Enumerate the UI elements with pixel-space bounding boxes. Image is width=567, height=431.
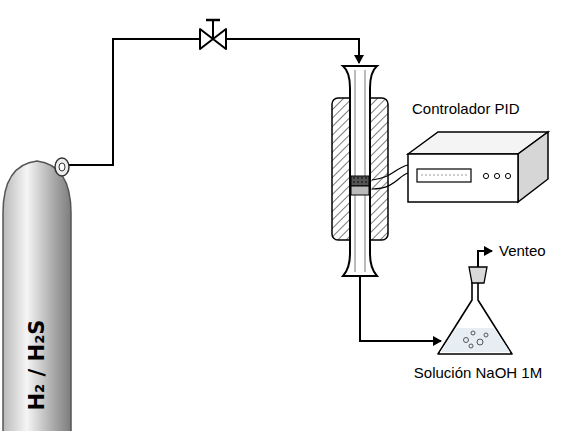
- solution-label: Solución NaOH 1M: [414, 364, 542, 382]
- controller-outline: [400, 124, 560, 209]
- trap-flask: Solución NaOH 1M: [392, 262, 564, 388]
- cylinder-cap: [55, 158, 69, 176]
- bubble: [484, 333, 488, 337]
- gas-line: [226, 39, 359, 63]
- bubble: [471, 331, 475, 335]
- signal-wire: [372, 173, 408, 189]
- gas-cylinder: H₂ / H₂S: [0, 143, 76, 431]
- vent-line: [478, 251, 492, 268]
- box-side: [518, 132, 548, 202]
- button: [494, 173, 499, 178]
- reactor-tube: [343, 66, 377, 276]
- flask-outline: [392, 262, 564, 358]
- flask-body: [438, 282, 512, 354]
- vent-label: Venteo: [499, 242, 546, 260]
- display-window: [417, 169, 471, 182]
- cylinder-body: [3, 161, 71, 431]
- flask-stopper: [469, 267, 487, 283]
- cylinder-outlet: [59, 163, 65, 171]
- button: [505, 173, 510, 178]
- device-label: Controlador PID: [412, 100, 520, 118]
- pid-controller: Controlador PID: [400, 96, 560, 211]
- outlet-line: [360, 276, 441, 341]
- valve-symbol: [200, 20, 226, 49]
- quartz-wool: [351, 186, 369, 195]
- signal-wire: [372, 165, 408, 180]
- catalyst-bed: [351, 176, 369, 186]
- display-dots: [421, 175, 467, 176]
- box-front: [408, 154, 518, 202]
- gas-line: [68, 39, 200, 165]
- button: [483, 173, 488, 178]
- naoh-liquid: [440, 328, 510, 352]
- bubble: [469, 344, 473, 348]
- bubble: [464, 338, 469, 343]
- gas-label: H₂ / H₂S: [25, 320, 50, 411]
- bubble: [477, 339, 483, 345]
